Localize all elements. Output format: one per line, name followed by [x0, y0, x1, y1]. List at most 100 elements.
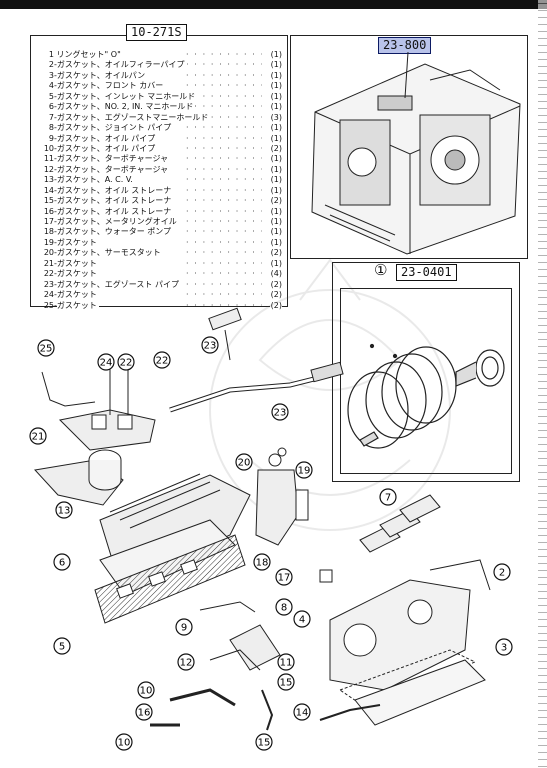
part-number-dash: - [54, 60, 57, 70]
leader-dots: · · · · · · · · · · · · · · · · · [186, 206, 262, 216]
part-callout: 14 [293, 703, 311, 721]
part-number: 2 [48, 60, 54, 70]
top-border-bar [0, 0, 547, 9]
engine-assembly-code-box: 23-800 [378, 37, 432, 54]
part-name: ガスケット、フロント カバー [56, 81, 166, 91]
part-callout: 13 [55, 501, 73, 519]
callout-number: 10 [118, 738, 131, 749]
callout-circle [153, 351, 171, 369]
leader-dots: · · · · · · · · · · · · · · · · · [186, 217, 262, 226]
callout-number: 9 [181, 623, 187, 634]
part-callout: 22 [153, 351, 171, 369]
callout-circle [53, 553, 71, 571]
part-callout: 22 [117, 353, 135, 371]
part-quantity: (1) [269, 91, 282, 103]
callout-number: 5 [59, 642, 65, 653]
part-quantity: (4) [269, 269, 282, 280]
watermark-crest-icon [209, 258, 451, 531]
part-number-dash: - [54, 91, 57, 101]
oil-filter-housing [34, 449, 124, 506]
part-number: 16 [43, 206, 54, 216]
part-number: 4 [48, 81, 54, 91]
parts-list-item: 6-ガスケット、NO. 2, IN. マニホールド· · · · · · · ·… [36, 102, 282, 113]
parts-list-item: 10-ガスケット、オイル パイプ· · · · · · · · · · · · … [36, 143, 282, 155]
parts-list-item: 20-ガスケット、サーモスタット· · · · · · · · · · · · … [36, 248, 282, 259]
callout-circle [115, 733, 133, 751]
part-callout: 11 [277, 653, 295, 671]
parts-list-item: 1 リングセット" O" · · · · · · · · · · · · · · … [36, 50, 282, 61]
parts-list-item: 15-ガスケット、オイル ストレーナ· · · · · · · · · · · … [36, 196, 282, 207]
callout-circle [29, 427, 47, 445]
callout-circle [293, 610, 311, 628]
part-number: 23 [43, 279, 54, 289]
front-cover [329, 559, 491, 691]
callout-number: 15 [280, 678, 293, 689]
part-name: ガスケット、サーモスタット [56, 248, 163, 258]
callout-number: 8 [281, 603, 287, 614]
part-callout: 19 [295, 461, 313, 479]
callout-number: 2 [499, 568, 505, 579]
callout-circle [277, 653, 295, 671]
part-number: 1 [48, 50, 54, 59]
callout-number: 21 [32, 432, 45, 443]
part-quantity: (1) [269, 81, 282, 92]
part-callout: 3 [495, 638, 513, 656]
callout-circle [175, 618, 193, 636]
parts-list-item: 2-ガスケット、オイルフィラーパイプ· · · · · · · · · · · … [36, 60, 282, 71]
part-number-dash: - [54, 217, 57, 226]
oil-pan-gasket [338, 649, 486, 726]
part-number: 10 [43, 143, 54, 153]
part-number-dash: - [54, 258, 57, 268]
leader-dots: · · · · · · · · · · · · · · · · · [186, 143, 262, 153]
parts-list-item: 23-ガスケット、エグゾースト パイプ· · · · · · · · · · ·… [36, 279, 282, 291]
part-name: ガスケット、インレット マニホールド [56, 91, 198, 101]
parts-list-item: 25-ガスケット· · · · · · · · · · · · · · · · … [36, 300, 282, 311]
part-name: リングセット" O" [56, 50, 123, 59]
part-name: ガスケット、A. C. V. [56, 175, 135, 185]
part-name: ガスケット、オイル パイプ [56, 143, 158, 153]
part-quantity: (1) [269, 50, 282, 61]
part-name: ガスケット、ジョイント パイプ [56, 123, 174, 133]
callout-number: 17 [278, 573, 291, 584]
part-number: 6 [48, 102, 54, 112]
parts-list-item: 11-ガスケット、ターボチャージャ· · · · · · · · · · · ·… [36, 154, 282, 165]
exhaust-manifold-gaskets [359, 494, 441, 553]
leader-dots: · · · · · · · · · · · · · · · · · [186, 258, 262, 268]
callout-circle [277, 673, 295, 691]
callout-number: 19 [298, 466, 311, 477]
part-name: ガスケット [56, 290, 99, 300]
part-number-dash: - [54, 269, 57, 279]
part-name: ガスケット、オイル パイプ [56, 133, 158, 143]
leader-dots: · · · · · · · · · · · · · · · · · [186, 269, 262, 279]
leader-dots: · · · · · · · · · · · · · · · · · [186, 102, 262, 112]
part-number-dash: - [54, 248, 57, 258]
part-callout: 9 [175, 618, 193, 636]
gasket-kit-code-box: 10-271S [126, 24, 187, 41]
parts-list-item: 12-ガスケット、ターボチャージャ· · · · · · · · · · · ·… [36, 164, 282, 176]
part-callout: 15 [255, 733, 273, 751]
part-quantity: (1) [269, 217, 282, 228]
seal-kit-rings [347, 343, 505, 449]
part-number-dash: - [54, 154, 57, 164]
callout-circle [379, 488, 397, 506]
part-quantity: (2) [269, 196, 282, 207]
callout-number: 13 [58, 506, 71, 517]
part-name: ガスケット [56, 269, 99, 279]
part-quantity: (1) [269, 185, 282, 197]
part-quantity: (2) [269, 290, 282, 301]
oil-lines-small-parts [150, 569, 381, 731]
callout-number: 23 [274, 408, 287, 419]
part-number-dash: - [54, 133, 57, 143]
part-callout: 23 [271, 403, 289, 421]
part-number: 3 [48, 70, 54, 80]
part-quantity: (1) [269, 164, 282, 176]
part-quantity: (1) [269, 227, 282, 238]
leader-dots: · · · · · · · · · · · · · · · · · [186, 123, 262, 133]
part-quantity: (2) [269, 279, 282, 291]
leader-dots: · · · · · · · · · · · · · · · · · [186, 50, 262, 59]
part-number: 25 [43, 300, 54, 310]
leader-dots: · · · · · · · · · · · · · · · · · [186, 81, 262, 91]
part-number: 21 [43, 258, 54, 268]
part-quantity: (2) [269, 143, 282, 155]
